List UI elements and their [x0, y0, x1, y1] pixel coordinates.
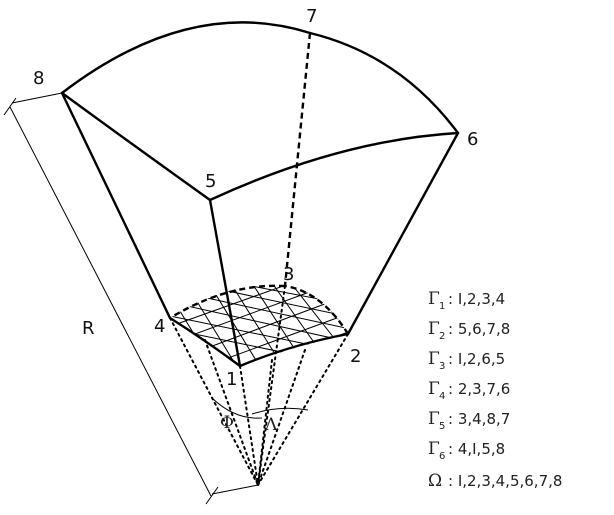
legend-symbol: Γ	[428, 349, 440, 369]
legend-nodes: : 3,4,8,7	[448, 410, 510, 428]
legend-subscript: 6	[439, 451, 445, 462]
vertex-label-3: 3	[283, 264, 294, 285]
vertex-label-6: 6	[467, 129, 478, 150]
boundary-legend: Γ 1 : I,2,3,4 Γ 2 : 5,6,7,8 Γ 3 : I,2,6,…	[428, 289, 562, 491]
legend-nodes: : I,2,3,4,5,6,7,8	[448, 472, 562, 490]
legend-symbol: Ω	[428, 471, 442, 491]
legend-row: Ω : I,2,3,4,5,6,7,8	[428, 471, 562, 491]
legend-symbol: Γ	[428, 439, 440, 459]
legend-symbol: Γ	[428, 409, 440, 429]
vertex-label-7: 7	[306, 6, 317, 27]
edge-3-4	[169, 284, 286, 320]
legend-nodes: : I,2,6,5	[448, 350, 505, 368]
legend-nodes: : 4,I,5,8	[448, 440, 505, 458]
edge-7-6	[308, 31, 460, 135]
edge-5-1	[208, 198, 242, 368]
edge-1-2	[238, 332, 350, 368]
legend-row: Γ 4 : 2,3,7,6	[428, 379, 510, 402]
radius-extension-bottom	[211, 484, 259, 495]
vertex-label-1: 1	[226, 369, 237, 390]
legend-symbol: Γ	[428, 319, 440, 339]
edge-6-2	[346, 131, 460, 336]
edge-5-6	[208, 131, 460, 202]
legend-subscript: 3	[439, 361, 445, 372]
edge-8-4	[60, 91, 172, 320]
legend-nodes: : I,2,3,4	[448, 290, 505, 308]
radius-tick-bottom	[205, 486, 219, 505]
radius-dimension-line	[9, 106, 212, 497]
apex-rays	[169, 285, 349, 486]
vertex-label-8: 8	[33, 68, 44, 89]
radius-tick-top	[3, 97, 17, 116]
edge-7-3	[283, 32, 312, 287]
phi-label: Φ	[220, 413, 234, 433]
radius-extension	[11, 92, 63, 104]
legend-subscript: 2	[439, 331, 445, 342]
legend-row: Γ 6 : 4,I,5,8	[428, 439, 505, 462]
edge-8-7	[60, 21, 312, 95]
legend-subscript: 4	[439, 391, 445, 402]
legend-row: Γ 1 : I,2,3,4	[428, 289, 505, 312]
legend-subscript: 1	[439, 301, 445, 312]
lambda-arc	[251, 407, 309, 415]
legend-nodes: : 5,6,7,8	[448, 320, 510, 338]
radius-label: R	[82, 318, 95, 339]
phi-arc	[211, 397, 263, 419]
lambda-label: Λ	[264, 415, 278, 435]
edge-2-3	[284, 284, 350, 335]
legend-symbol: Γ	[428, 289, 440, 309]
vertex-label-2: 2	[350, 346, 361, 367]
legend-subscript: 5	[439, 421, 445, 432]
legend-row: Γ 2 : 5,6,7,8	[428, 319, 510, 342]
edge-8-5	[60, 91, 212, 202]
legend-row: Γ 3 : I,2,6,5	[428, 349, 505, 372]
legend-nodes: : 2,3,7,6	[448, 380, 510, 398]
legend-row: Γ 5 : 3,4,8,7	[428, 409, 510, 432]
legend-symbol: Γ	[428, 379, 440, 399]
vertex-label-4: 4	[154, 316, 165, 337]
vertex-label-5: 5	[205, 171, 216, 192]
